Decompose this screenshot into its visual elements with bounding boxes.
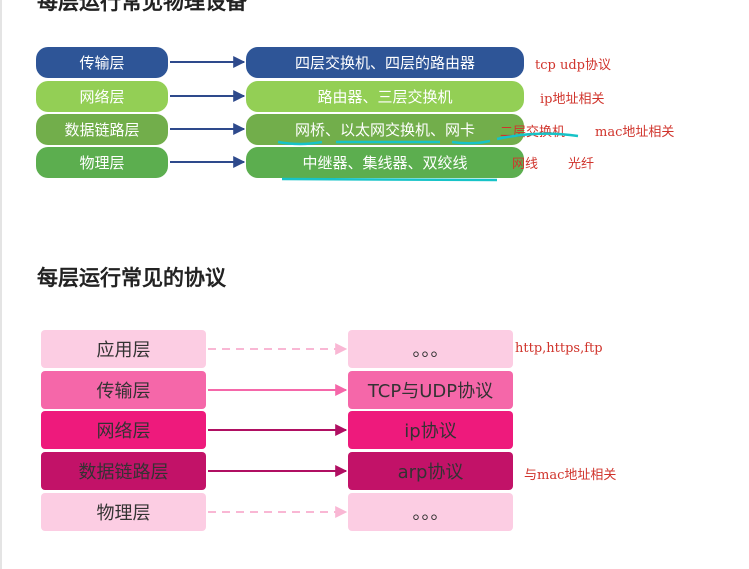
- protocol-layer-transport: 传输层: [41, 371, 206, 409]
- device-box-transport: 四层交换机、四层的路由器: [246, 47, 524, 78]
- annotation-tcp-udp: tcp udp协议: [535, 58, 611, 73]
- protocol-layer-application: 应用层: [41, 330, 206, 368]
- device-box-network: 路由器、三层交换机: [246, 81, 524, 112]
- layer-box-physical: 物理层: [36, 147, 168, 178]
- protocol-box-network: ip协议: [348, 411, 513, 449]
- annotation-ip-address: ip地址相关: [540, 92, 605, 107]
- underline-datalink-a: [277, 140, 323, 146]
- protocol-box-transport: TCP与UDP协议: [348, 371, 513, 409]
- protocol-box-application: 。。。: [348, 330, 513, 368]
- layer-box-network: 网络层: [36, 81, 168, 112]
- layer-box-transport: 传输层: [36, 47, 168, 78]
- protocol-layer-network: 网络层: [41, 411, 206, 449]
- annotation-network-cable: 网线: [512, 157, 539, 172]
- section-title-protocols: 每层运行常见的协议: [37, 266, 226, 290]
- protocol-layer-datalink: 数据链路层: [41, 452, 206, 490]
- underline-datalink-c: [451, 139, 491, 145]
- protocol-box-physical: 。。。: [348, 493, 513, 531]
- annotation-http-https-ftp: http,https,ftp: [515, 341, 603, 356]
- underline-layer2-switch: [496, 132, 579, 141]
- annotation-optical-fiber: 光纤: [568, 157, 595, 172]
- protocol-box-datalink: arp协议: [348, 452, 513, 490]
- section-title-devices: 每层运行常见物理设备: [37, 0, 247, 14]
- underline-physical: [281, 177, 498, 182]
- device-box-physical: 中继器、集线器、双绞线: [246, 147, 524, 178]
- protocol-layer-physical: 物理层: [41, 493, 206, 531]
- layer-box-datalink: 数据链路层: [36, 114, 168, 145]
- annotation-mac-related: 与mac地址相关: [524, 468, 617, 483]
- annotation-mac-address: mac地址相关: [595, 125, 675, 140]
- left-border: [0, 0, 2, 569]
- device-box-datalink: 网桥、以太网交换机、网卡: [246, 114, 524, 145]
